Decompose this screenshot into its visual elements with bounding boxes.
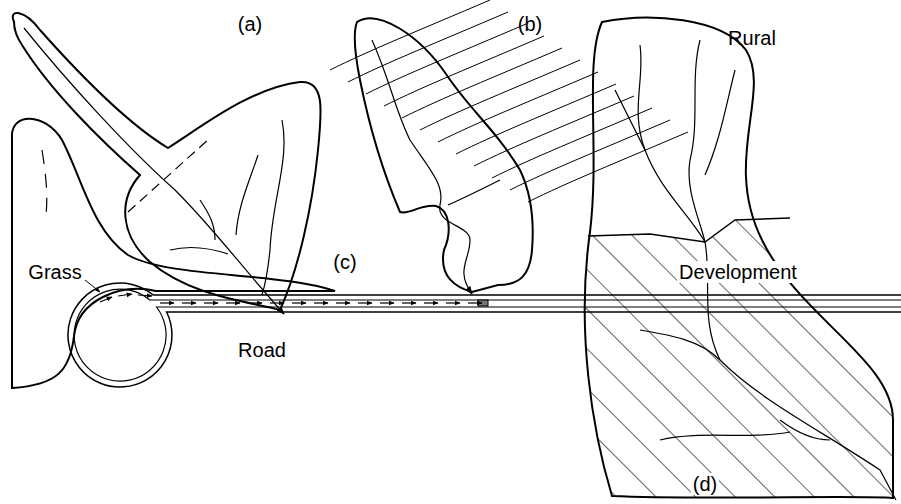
contour-line [330,0,490,70]
watershed-d [560,18,900,504]
flow-arrow [182,302,196,303]
figure-label: Development [677,261,799,283]
figure-label: (a) [236,13,264,35]
flow-arrow [358,302,372,303]
flow-arrow [226,302,240,303]
contour-line [510,120,670,190]
contour-line [528,132,688,202]
flow-arrow [270,302,284,303]
watershed-a [13,13,321,314]
contour-line [420,60,580,130]
figure-label: Grass [26,261,83,283]
flow-arrow [118,294,132,296]
contour-line [366,24,526,94]
contour-line [492,108,652,178]
figure-label: Rural [726,27,778,49]
flow-arrow [468,302,482,303]
contour-line [384,36,544,106]
flow-arrow [248,302,262,303]
figure-label: (c) [331,251,358,273]
flow-arrow [402,302,416,303]
contour-line [402,48,562,118]
flow-arrow [380,302,394,303]
flow-arrow [138,295,152,296]
contour-line [438,72,598,142]
flow-arrow [446,302,460,303]
flow-arrow [292,302,306,303]
figure-label: (b) [516,13,544,35]
flow-arrow [100,297,112,302]
flow-arrow [336,302,350,303]
contour-line [348,12,508,82]
flow-arrow [424,302,438,303]
contour-line [474,96,634,166]
flow-arrow [204,302,218,303]
flow-arrow [314,302,328,303]
flow-arrow [160,302,174,303]
figure-label: Road [236,339,288,361]
figure-label: (d) [691,473,719,495]
